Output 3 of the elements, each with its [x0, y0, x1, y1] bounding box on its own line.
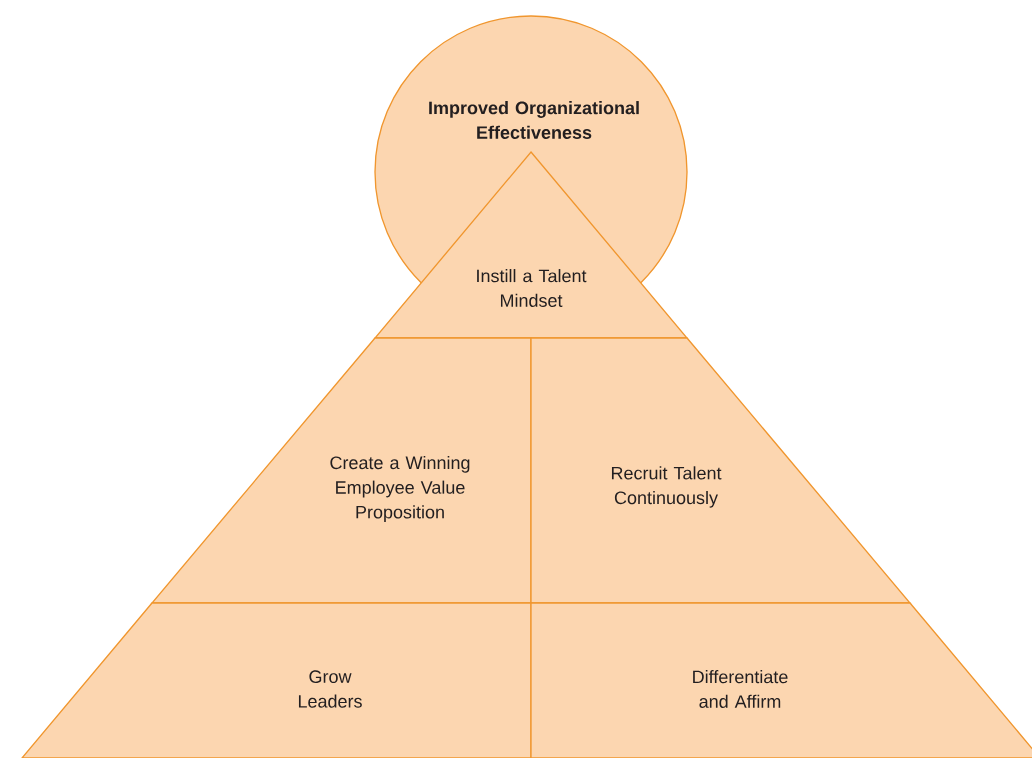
node-label: Grow Leaders [298, 670, 362, 708]
pyramid-segment: Recruit Talent Continuously [530, 337, 912, 604]
pyramid-segment: Differentiate and Affirm [530, 602, 1032, 758]
